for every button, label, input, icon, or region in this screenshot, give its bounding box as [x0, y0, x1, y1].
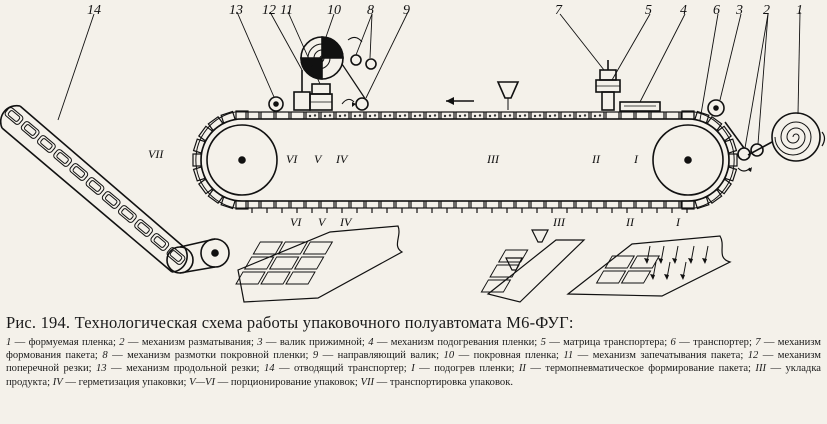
label-13: 13 — [229, 3, 243, 18]
label-3: 3 — [735, 3, 743, 18]
legend-text: — механизм подогревания пленки; — [373, 337, 541, 348]
label-VI: VI — [286, 152, 298, 166]
unwind-mechanism — [724, 121, 764, 172]
roman-labels: I II III IV V VI VII — [148, 147, 639, 166]
label-V: V — [314, 152, 323, 166]
outgoing-packages — [4, 107, 186, 265]
legend-text: — транспортер; — [675, 337, 756, 348]
legend-text: — механизм размотки покровной пленки; — [107, 350, 313, 362]
label-4: 4 — [680, 3, 687, 18]
label-10: 10 — [327, 3, 341, 18]
legend-key: 9 — [312, 350, 319, 362]
sealing-mechanism — [309, 83, 333, 111]
detail-label-II: II — [625, 215, 635, 229]
label-VII: VII — [148, 147, 164, 161]
caption-legend: 1 — формуемая пленка; 2 — механизм разма… — [6, 336, 821, 389]
legend-text: — термопневматическое формирование пакет… — [525, 363, 756, 375]
label-5: 5 — [645, 3, 652, 18]
legend-key: 1 — [6, 337, 12, 348]
number-labels: 1 2 3 4 5 6 7 8 9 10 11 12 13 14 — [87, 3, 803, 18]
label-9: 9 — [403, 3, 410, 18]
legend-text: — направляющий валик; — [318, 350, 444, 362]
legend-text: — порционирование упаковок; — [214, 376, 361, 388]
label-2: 2 — [763, 3, 770, 18]
pressure-roller — [707, 99, 725, 117]
label-1: 1 — [796, 3, 803, 18]
legend-key: 12 — [747, 350, 759, 362]
label-IV: IV — [335, 152, 349, 166]
cover-film-roll — [300, 36, 344, 80]
legend-text: — транспортировка упаковок. — [374, 376, 514, 388]
legend-text: — герметизация упаковки; — [62, 376, 190, 388]
legend-key: 14 — [263, 363, 275, 375]
legend-text: — механизм поперечной резки; — [6, 350, 822, 375]
detail-sealing-cutting — [235, 225, 404, 303]
legend-text: — матрица транспортера; — [545, 337, 671, 348]
longitudinal-cut-mechanism — [268, 96, 284, 112]
matrix-cells — [192, 110, 738, 213]
label-II: II — [591, 152, 601, 166]
legend-key: 10 — [443, 350, 455, 362]
legend-key: 6 — [670, 337, 676, 348]
leader-lines — [57, 11, 801, 149]
legend-key: 11 — [563, 350, 574, 362]
legend-key: 13 — [96, 363, 107, 375]
legend-key: IV — [52, 376, 63, 388]
legend-text: — подогрев пленки; — [414, 363, 519, 375]
legend-key: 7 — [755, 337, 761, 348]
legend-text: — отводящий транспортер; — [274, 363, 412, 375]
legend-key: 4 — [368, 337, 374, 348]
legend-text: — покровная пленка; — [454, 350, 564, 362]
legend-key: II — [518, 363, 526, 375]
forming-mechanism — [595, 60, 621, 111]
label-14: 14 — [87, 3, 101, 18]
label-I: I — [633, 152, 639, 166]
detail-label-III: III — [552, 215, 566, 229]
legend-text: — укладка продукта; — [6, 363, 822, 388]
legend-text: — механизм формования пакета; — [6, 337, 822, 362]
legend-key: 8 — [102, 350, 108, 362]
label-12: 12 — [262, 3, 276, 18]
legend-text: — формуемая пленка; — [11, 337, 120, 348]
label-6: 6 — [713, 3, 720, 18]
detail-label-V: V — [318, 215, 327, 229]
legend-text: — механизм разматывания; — [124, 337, 258, 348]
right-sprocket — [652, 124, 724, 196]
detail-product-placement — [480, 229, 586, 303]
cross-cut-mechanism — [293, 70, 311, 111]
label-III: III — [486, 152, 500, 166]
detail-label-VI: VI — [290, 215, 302, 229]
product-hopper — [496, 81, 520, 110]
detail-heating-forming — [566, 235, 732, 297]
legend-key: V—VI — [189, 376, 215, 388]
detail-label-IV: IV — [339, 215, 353, 229]
detail-label-I: I — [675, 215, 681, 229]
legend-text: — механизм запечатывания пакета; — [573, 350, 748, 362]
legend-text: — механизм продольной резки; — [106, 363, 264, 375]
figure-caption: Рис. 194. Технологическая схема работы у… — [6, 313, 821, 389]
legend-key: 5 — [540, 337, 546, 348]
legend-key: 2 — [119, 337, 125, 348]
heating-mechanism — [619, 101, 661, 112]
legend-text: — валик прижимной; — [262, 337, 369, 348]
caption-title: Рис. 194. Технологическая схема работы у… — [6, 313, 574, 332]
direction-arrow — [446, 97, 474, 105]
label-7: 7 — [555, 3, 563, 18]
label-11: 11 — [280, 3, 293, 18]
legend-key: 3 — [257, 337, 263, 348]
legend-key: VII — [360, 376, 375, 388]
left-sprocket — [206, 124, 278, 196]
legend-key: III — [755, 363, 767, 375]
detail-labels: VI V IV III II I — [290, 215, 681, 229]
packaging-machine-diagram: 1 2 3 4 5 6 7 8 9 10 11 12 13 14 I II II… — [0, 3, 826, 303]
product-in-cells — [308, 114, 602, 118]
outgoing-transporter — [0, 104, 230, 274]
guide-roller — [341, 97, 369, 111]
label-8: 8 — [367, 3, 374, 18]
legend-key: I — [411, 363, 415, 375]
